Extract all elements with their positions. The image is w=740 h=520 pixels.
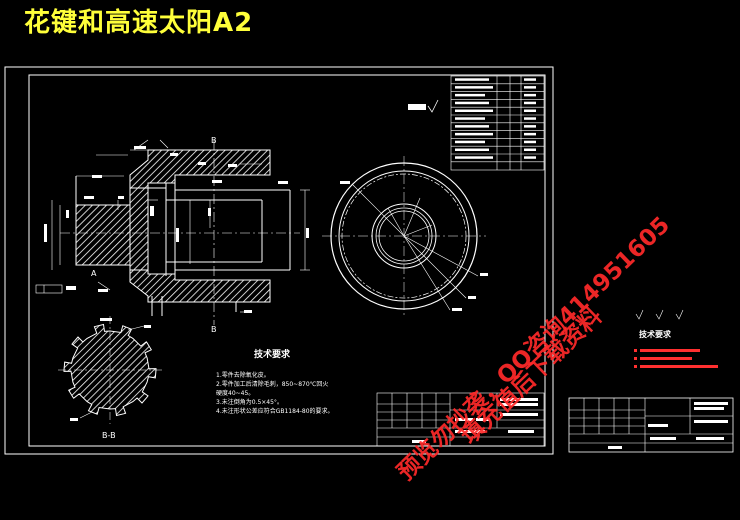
- dimension-text-marks: [44, 146, 309, 313]
- section-view-label: B-B: [102, 431, 116, 440]
- tolerance-frame: [35, 284, 63, 294]
- sheet-inner-border: [28, 74, 546, 447]
- secondary-note-lines: [634, 349, 718, 368]
- section-markers: B B A: [91, 136, 217, 334]
- parameter-table: [450, 75, 545, 171]
- roughness-symbol-top-right: [408, 99, 439, 113]
- secondary-sheet: [568, 309, 734, 453]
- title-block-main: [376, 392, 545, 447]
- tech-req-item-2: 2.零件加工后清除毛刺，850~870℃回火: [216, 380, 328, 388]
- tech-req-item-1: 1.零件去除氧化皮。: [216, 371, 270, 379]
- page-title: 花键和高速太阳A2: [24, 8, 254, 38]
- tech-req-item-4: 3.未注倒角为0.5×45°。: [216, 398, 283, 406]
- section-mark-top: B: [211, 136, 217, 145]
- secondary-tech-req-title: 技术要求: [639, 329, 672, 339]
- secondary-notes: 技术要求: [634, 329, 718, 368]
- tech-req-item-5: 4.未注形状公差应符合GB1184-80的要求。: [216, 407, 334, 415]
- sheet-outer-border: [4, 66, 554, 455]
- part-section-view: [60, 140, 300, 325]
- gear-front-view: [322, 156, 486, 318]
- section-mark-bottom: B: [211, 325, 217, 334]
- gear-dimension-marks: [340, 181, 488, 311]
- tech-requirements: 技术要求 1.零件去除氧化皮。 2.零件加工后清除毛刺，850~870℃回火 硬…: [216, 348, 334, 415]
- tech-req-title: 技术要求: [254, 348, 291, 360]
- main-drawing-sheet: [4, 66, 554, 455]
- section-mark-left: A: [91, 269, 97, 278]
- spline-section-view: B-B: [58, 316, 162, 440]
- tech-req-item-3: 硬度40~45。: [216, 389, 254, 397]
